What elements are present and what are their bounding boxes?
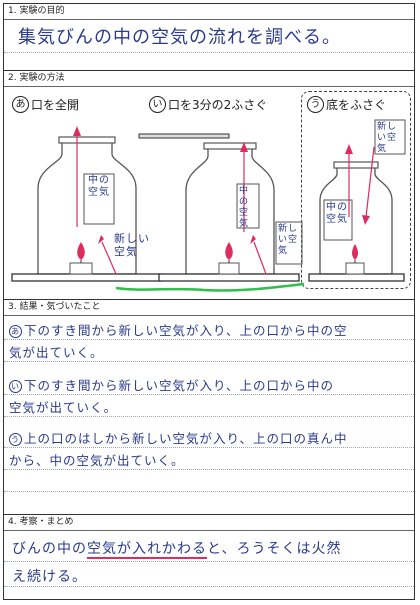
ruled-line xyxy=(4,586,414,587)
ruled-line xyxy=(4,52,414,53)
result-b-line2: 空気が出ていく。 xyxy=(9,400,118,415)
arrow-b-in-head xyxy=(250,235,256,244)
method-b-label: い 口を3分の2ふさぐ xyxy=(149,96,267,113)
result-a-line1: あ下のすき間から新しい空気が入り、上の口から中の空 xyxy=(9,320,348,339)
method-c-text: 底をふさぐ xyxy=(326,98,387,112)
note-b-inner-box xyxy=(236,183,260,229)
result-b-line1: い下のすき間から新しい空気が入り、上の口から中の xyxy=(9,375,334,394)
ruled-line xyxy=(4,416,414,417)
stand-a xyxy=(11,273,163,282)
result-c-line2: から、中の空気が出ていく。 xyxy=(9,453,185,468)
note-a-inner-box xyxy=(83,173,115,225)
ruled-line xyxy=(4,339,414,340)
section-conclusion-header: 4. 考察・まとめ xyxy=(4,514,414,531)
experiment-diagram xyxy=(11,119,406,292)
note-b-new: 新しい空気 xyxy=(278,224,299,256)
note-b-inner: 中の空気 xyxy=(239,186,250,229)
note-a-inner: 中の空気 xyxy=(88,175,110,198)
ruled-line xyxy=(4,361,414,362)
purpose-text: 集気びんの中の空気の流れを調べる。 xyxy=(18,27,341,48)
section-results-header: 3. 結果・気づいたこと xyxy=(4,299,414,316)
result-a-mark: あ xyxy=(9,325,22,338)
note-a-new: 新しい空気 xyxy=(114,232,150,258)
conclusion-line2: え続ける。 xyxy=(12,569,87,585)
method-c-label: う 底をふさぐ xyxy=(307,96,386,113)
arrow-b-in xyxy=(253,241,267,275)
result-c-mark: う xyxy=(9,433,22,446)
result-a-line2: 気が出ていく。 xyxy=(9,345,104,360)
arrow-a-in xyxy=(101,241,117,275)
ruled-line xyxy=(4,491,414,492)
method-c-mark: う xyxy=(307,96,324,113)
conclusion-line1: びんの中の空気が入れかわると、ろうそくは火然 xyxy=(12,538,342,559)
arrow-c-down-head xyxy=(362,215,370,225)
section-method-header: 2. 実験の方法 xyxy=(4,70,414,87)
candle-c xyxy=(345,244,365,275)
note-c-inner-box xyxy=(323,199,353,241)
lid-b xyxy=(138,133,230,139)
arrow-a-up-head xyxy=(73,126,81,136)
method-b-text: 口を3分の2ふさぐ xyxy=(168,98,268,112)
arrow-c-up-head xyxy=(345,144,353,154)
section-purpose-header: 1. 実験の目的 xyxy=(4,4,414,20)
result-a-text1: 下のすき間から新しい空気が入り、上の口から中の空 xyxy=(24,323,348,338)
result-c-text1: 上の口のはしから新しい空気が入り、上の口の真ん中 xyxy=(24,431,348,446)
arrow-c-down xyxy=(365,146,375,218)
stand-c xyxy=(308,273,405,282)
ruled-line xyxy=(4,394,414,395)
note-c-inner: 中の空気 xyxy=(326,202,348,225)
method-a-mark: あ xyxy=(12,96,29,113)
green-tube xyxy=(115,282,305,292)
stand-b xyxy=(158,273,300,282)
conclusion-pre: びんの中の xyxy=(12,541,87,557)
method-c-box xyxy=(301,91,411,289)
worksheet: 1. 実験の目的 集気びんの中の空気の流れを調べる。 2. 実験の方法 あ 口を… xyxy=(3,3,415,600)
method-a-text: 口を全開 xyxy=(31,98,80,112)
ruled-line xyxy=(4,561,414,562)
candle-a xyxy=(69,242,93,275)
arrow-b-up-head xyxy=(240,142,248,152)
note-c-new-box xyxy=(374,119,406,155)
conclusion-underlined: 空気が入れかわる xyxy=(87,541,207,559)
ruled-line xyxy=(4,469,414,470)
candle-b xyxy=(218,242,240,275)
conclusion-post: と、ろうそくは火然 xyxy=(207,541,342,557)
result-b-text1: 下のすき間から新しい空気が入り、上の口から中の xyxy=(24,378,335,393)
note-c-new: 新しい空気 xyxy=(377,122,398,154)
ruled-line xyxy=(4,447,414,448)
result-c-line1: う上の口のはしから新しい空気が入り、上の口の真ん中 xyxy=(9,428,348,447)
arrow-a-in-head xyxy=(98,235,104,244)
method-a-label: あ 口を全開 xyxy=(12,96,79,113)
method-b-mark: い xyxy=(149,96,166,113)
note-b-new-box xyxy=(275,221,303,265)
result-b-mark: い xyxy=(9,380,22,393)
